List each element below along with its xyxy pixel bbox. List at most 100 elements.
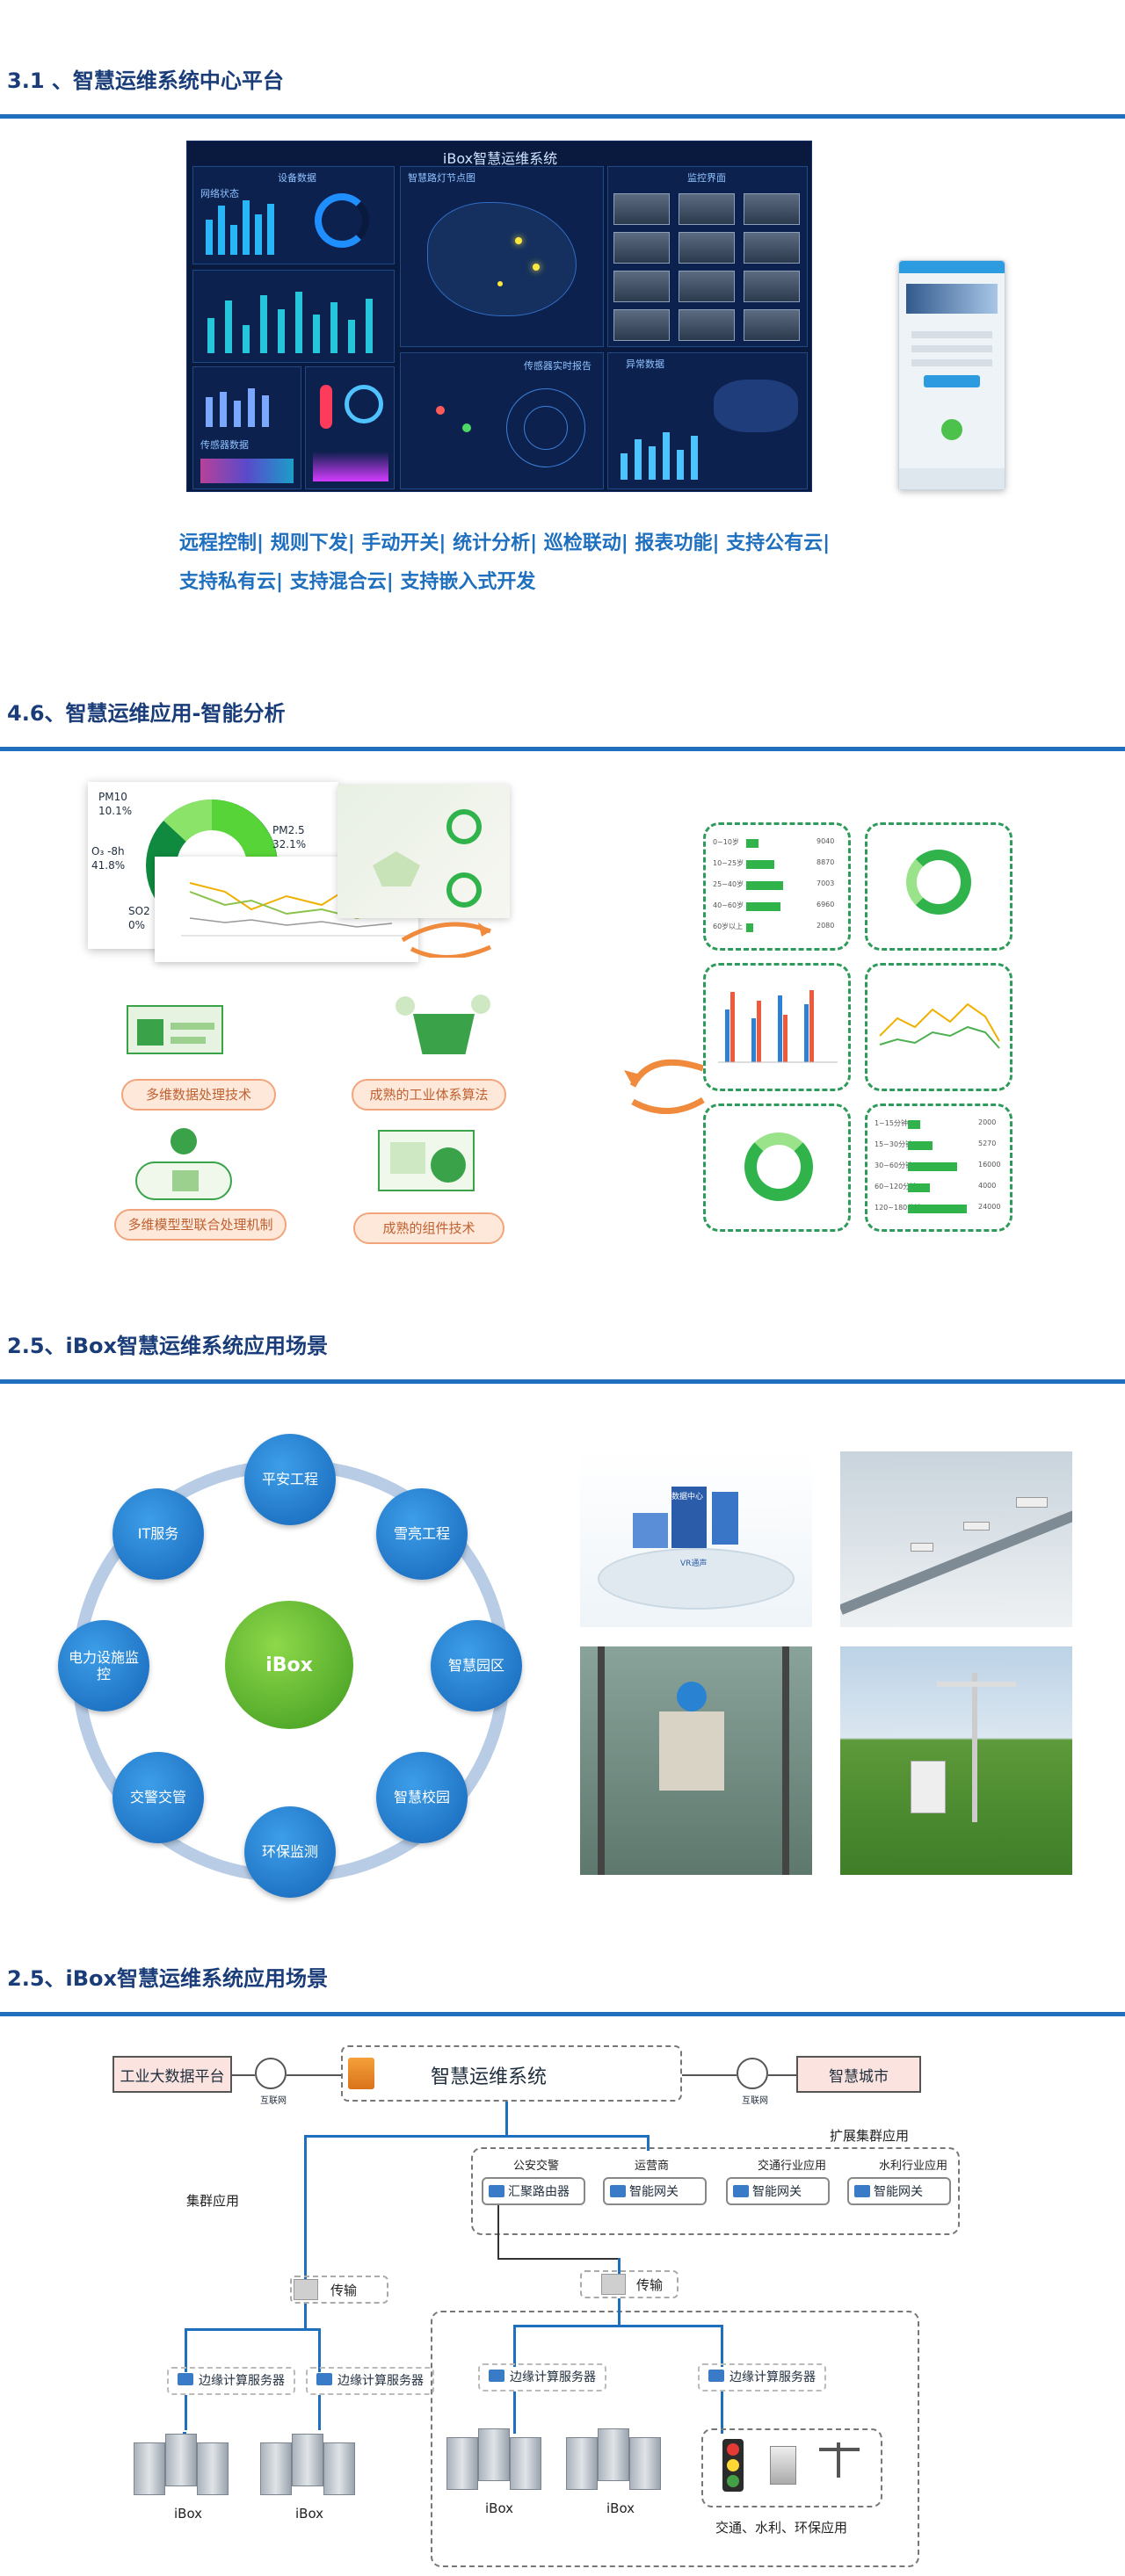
login-button [924, 375, 980, 387]
industry-label: 公安交警 [513, 2160, 560, 2173]
cluster-app-label: 集群应用 [186, 2193, 240, 2209]
internet-label: 互联网 [260, 2096, 287, 2106]
panel-realtime: 传感器实时报告 [400, 352, 604, 489]
gateway-device: 智能网关 [726, 2177, 830, 2205]
component-illustration [369, 1121, 492, 1205]
row-bar [746, 839, 758, 848]
transfer-frame [290, 2276, 388, 2304]
scenario-node-environment: 环保监测 [244, 1806, 336, 1898]
donut-gauge [315, 193, 369, 248]
row-value: 6960 [817, 901, 835, 908]
panel-map: 智慧路灯节点图 [400, 166, 604, 347]
gateway-device: 汇聚路由器 [482, 2177, 585, 2205]
feature-list-line2: 支持私有云| 支持混合云| 支持嵌入式开发 [179, 571, 536, 593]
row-label: 60岁以上 [713, 923, 744, 930]
edge-server-frame [698, 2363, 826, 2391]
gateway-icon [733, 2185, 749, 2197]
gateway-icon [610, 2185, 626, 2197]
ibox-cabinet [165, 2434, 197, 2486]
section-title-scenario: 2.5、iBox智慧运维系统应用场景 [7, 1334, 329, 1358]
pie-value-pm10: 10.1% [98, 805, 133, 817]
box-smart-city: 智慧城市 [796, 2056, 921, 2093]
scenario-node-power: 电力设施监控 [58, 1620, 149, 1711]
ibox-label: iBox [606, 2500, 635, 2516]
ibox-label: iBox [295, 2506, 324, 2522]
water-meter-icon [770, 2446, 796, 2485]
pill-component-tech: 成熟的组件技术 [353, 1212, 504, 1244]
row-value: 8870 [817, 858, 835, 866]
transfer-label: 传输 [636, 2277, 664, 2293]
panel-monitor: 监控界面 [607, 166, 808, 347]
extended-cluster-label: 扩展集群应用 [830, 2128, 910, 2144]
scenario-node-it-service: IT服务 [112, 1488, 204, 1580]
grouped-bar-card [703, 963, 851, 1091]
panel-stats [192, 270, 395, 363]
row-value: 4000 [978, 1182, 997, 1190]
feature-list-line1: 远程控制| 规则下发| 手动开关| 统计分析| 巡检联动| 报表功能| 支持公有… [179, 532, 831, 554]
vr-label: VR通声 [680, 1559, 708, 1568]
panel-label: 监控界面 [687, 172, 726, 184]
row-value: 24000 [978, 1203, 1001, 1211]
row-bar [746, 902, 780, 911]
transfer-label: 传输 [330, 2283, 358, 2298]
mobile-app-screenshot [898, 260, 1005, 490]
pie-label-so2: SO2 [128, 905, 150, 917]
edge-server-frame [167, 2367, 295, 2395]
pie-value-pm25: 32.1% [272, 838, 307, 850]
data-processing-illustration [118, 988, 241, 1067]
ibox-label: iBox [485, 2500, 514, 2516]
internet-globe-icon [737, 2058, 768, 2089]
gateway-icon [489, 2185, 504, 2197]
row-bar [908, 1205, 967, 1213]
ibox-cabinet [134, 2442, 165, 2495]
scenario-node-xueliang: 雪亮工程 [376, 1488, 468, 1580]
gateway-label: 智能网关 [629, 2185, 679, 2199]
apps-label: 交通、水利、环保应用 [715, 2520, 848, 2536]
box-industrial-bigdata: 工业大数据平台 [112, 2056, 232, 2093]
weather-sensor-icon [819, 2442, 860, 2478]
photo-cameras-pole [840, 1451, 1072, 1627]
pill-multi-model: 多维模型型联合处理机制 [114, 1209, 287, 1241]
ibox-cabinet [566, 2437, 598, 2490]
cycle-arrow-icon [624, 1059, 705, 1114]
panel-abnormal: 异常数据 [607, 352, 808, 489]
ibox-cabinet [478, 2428, 510, 2481]
section-divider [0, 747, 1125, 751]
row-label: 30~60分钟 [875, 1161, 913, 1169]
pie-label-pm10: PM10 [98, 791, 127, 803]
transfer-frame [580, 2270, 679, 2298]
internet-label: 互联网 [742, 2096, 768, 2106]
pill-industrial-algorithm: 成熟的工业体系算法 [352, 1079, 506, 1111]
gateway-device: 智能网关 [847, 2177, 951, 2205]
row-label: 1~15分钟 [875, 1119, 908, 1127]
ibox-cabinet [197, 2442, 229, 2495]
row-label: 120~180分钟 [875, 1204, 922, 1212]
pie-label-o3: O₃ -8h [91, 845, 125, 857]
scenario-center-ibox: iBox [225, 1601, 353, 1729]
scenario-node-traffic: 交警交管 [112, 1752, 204, 1843]
edge-server-frame [478, 2363, 606, 2391]
ibox-cabinet [629, 2437, 661, 2490]
row-label: 40~60岁 [713, 901, 744, 909]
algorithm-illustration [387, 988, 501, 1067]
section-title-network: 2.5、iBox智慧运维系统应用场景 [7, 1966, 329, 1991]
photo-weather-station [840, 1646, 1072, 1875]
gateway-label: 智能网关 [874, 2185, 923, 2199]
row-value: 5270 [978, 1140, 997, 1147]
section-title-analysis: 4.6、智慧运维应用-智能分析 [7, 701, 286, 726]
row-bar [746, 923, 753, 932]
edge-server-2: 边缘计算服务器 [311, 2367, 424, 2393]
scenario-node-smart-campus: 智慧校园 [376, 1752, 468, 1843]
panel-label: 智慧路灯节点图 [408, 172, 475, 184]
scenario-node-smart-park: 智慧园区 [431, 1620, 522, 1711]
section-title-platform: 3.1 、智慧运维系统中心平台 [7, 69, 284, 93]
datacenter-label: 数据中心 [671, 1493, 704, 1501]
row-bar [908, 1120, 920, 1129]
wechat-icon [941, 419, 962, 440]
row-value: 2000 [978, 1118, 997, 1126]
ibox-cabinet [323, 2442, 355, 2495]
panel-label: 异常数据 [626, 358, 664, 370]
row-label: 25~40岁 [713, 880, 744, 888]
dashboard-screenshot: iBox智慧运维系统 设备数据 网络状态 传感器数据 [186, 141, 812, 492]
